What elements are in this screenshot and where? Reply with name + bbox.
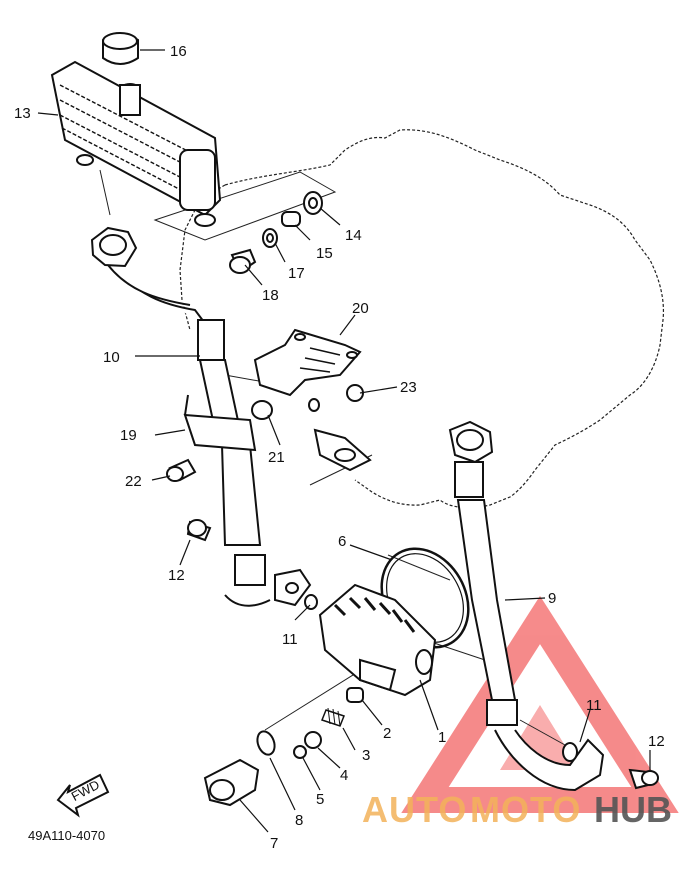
oil-cooler [50,60,222,227]
callout-2: 2 [383,725,391,742]
fwd-arrow: FWD [56,773,110,818]
lower-fitting-left [274,568,318,610]
callout-11-left: 11 [282,631,298,648]
oil-hose-right [448,420,605,792]
callout-21: 21 [268,449,285,466]
callout-5: 5 [316,791,324,808]
callout-17: 18 [262,287,279,304]
part-code: 49A110-4070 [28,828,105,843]
callout-15: 15 [316,245,333,262]
cooler-cap [102,32,139,65]
oil-hose-upper [90,226,271,607]
callout-11-right: 11 [586,697,602,714]
callout-4: 4 [340,767,348,784]
engine-outline [224,129,665,509]
callout-1: 1 [438,729,446,746]
callout-7: 7 [270,835,278,852]
callout-10: 10 [103,349,120,366]
callout-8: 8 [295,812,303,829]
callout-23: 23 [400,379,417,396]
callout-14: 14 [345,227,362,244]
bracket [253,328,362,412]
callout-19: 19 [120,427,137,444]
watermark-moto: MOTO [470,789,581,830]
callout-20: 20 [352,300,369,317]
hose-clamp [183,394,257,452]
watermark-hub: HUB [594,789,672,830]
callout-12-left: 12 [168,567,185,584]
filter-small-parts [203,687,364,807]
callout-16: 17 [288,265,305,282]
small-fasteners [166,191,659,790]
callout-22: 22 [125,473,142,490]
gasket-plate [313,428,372,472]
callout-18: 16 [170,43,187,60]
watermark-auto: AUTO [362,789,467,830]
callout-numbers: 16 13 14 15 17 18 20 23 10 19 22 21 12 6… [14,43,665,852]
callout-13: 13 [14,105,31,122]
callout-leaders [37,49,651,833]
callout-3: 3 [362,747,370,764]
callout-12-right: 12 [648,733,665,750]
callout-6: 6 [338,533,346,550]
watermark-text: AUTO MOTO HUB [362,789,672,830]
callout-9: 9 [548,590,556,607]
filter-housing [318,583,437,697]
